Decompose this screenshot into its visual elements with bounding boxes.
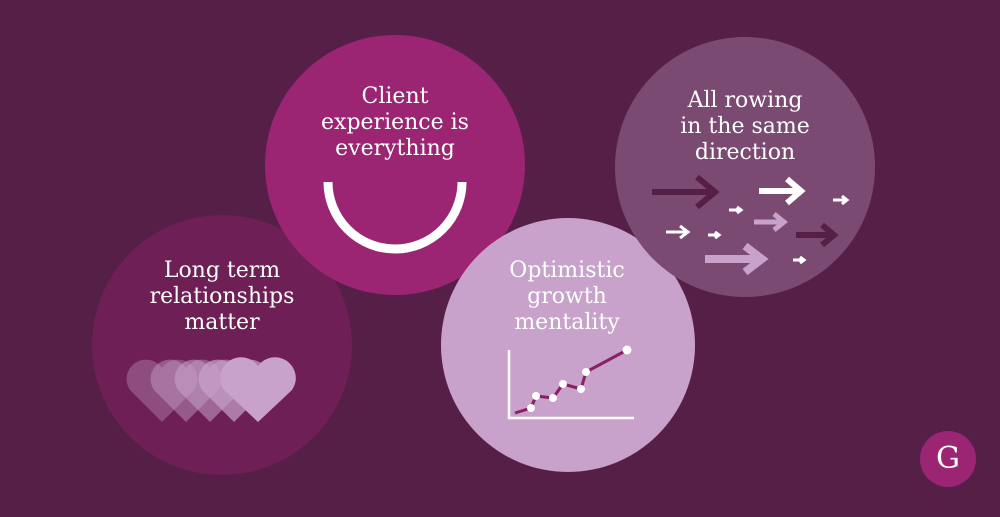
- client-experience-label: Client experience is everything: [321, 84, 469, 161]
- growth-label: Optimistic growth mentality: [509, 258, 625, 335]
- hearts-icon: [126, 357, 296, 422]
- logo: G: [920, 431, 976, 487]
- rowing-label: All rowing in the same direction: [680, 88, 810, 165]
- relationships-label: Long term relationships matter: [149, 258, 295, 335]
- rowing-circle: [615, 37, 875, 297]
- smile-icon: [323, 181, 467, 254]
- growth-chart-icon: [507, 345, 634, 420]
- growth-circle: [441, 218, 695, 472]
- arrows-icon: [652, 174, 850, 276]
